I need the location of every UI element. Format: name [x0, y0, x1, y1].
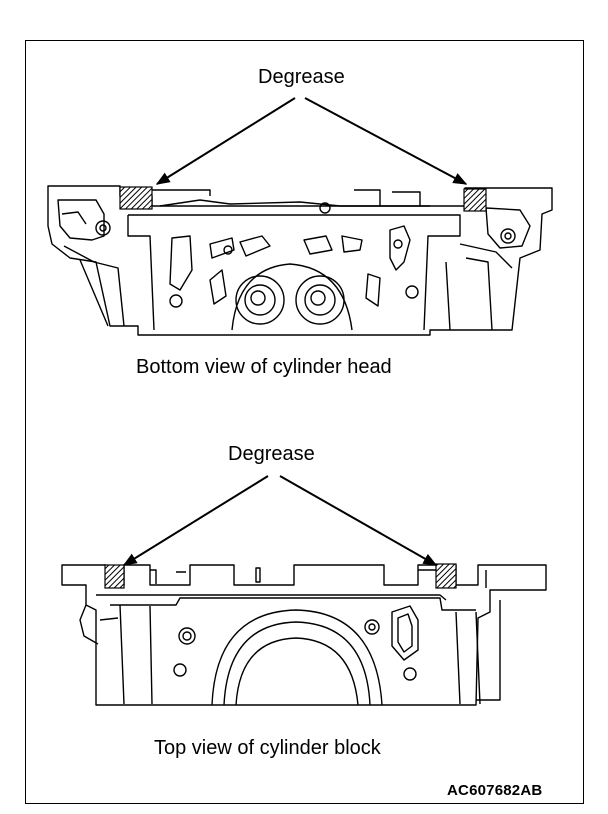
cylinder-block-drawing	[61, 564, 547, 706]
callout-arrows-head	[155, 97, 468, 185]
degrease-callout-head: Degrease	[258, 66, 345, 88]
figure-code: AC607682AB	[447, 782, 543, 799]
degrease-zone-head-right	[463, 188, 487, 212]
degrease-zone-block-left	[104, 564, 125, 589]
cylinder-head-drawing	[47, 185, 553, 336]
caption-cylinder-head: Bottom view of cylinder head	[136, 356, 392, 378]
degrease-zone-head-left	[119, 186, 153, 210]
degrease-zone-block-right	[435, 563, 457, 589]
degrease-callout-block: Degrease	[228, 443, 315, 465]
callout-arrows-block	[122, 475, 438, 566]
caption-cylinder-block: Top view of cylinder block	[154, 737, 381, 759]
figure-frame	[25, 40, 584, 804]
